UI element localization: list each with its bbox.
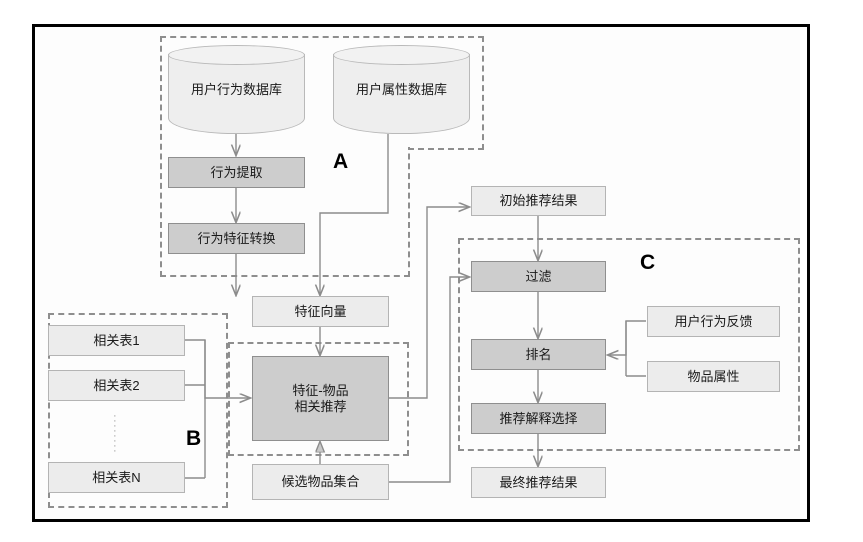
node-initial-recommendation-result[interactable]: 初始推荐结果 [471,186,606,216]
node-candidate-item-set[interactable]: 候选物品集合 [252,464,389,500]
node-user-behavior-feedback[interactable]: 用户行为反馈 [647,306,780,337]
node-feature-item-recommendation[interactable]: 特征-物品 相关推荐 [252,356,389,441]
node-item-attribute[interactable]: 物品属性 [647,361,780,392]
database-user-behavior-label: 用户行为数据库 [190,81,282,97]
node-feature-item-recommendation-line2: 相关推荐 [294,398,347,414]
region-label-b: B [186,427,202,450]
database-user-behavior: 用户行为数据库 [168,45,305,134]
node-feature-vector[interactable]: 特征向量 [252,296,389,327]
cylinder-body [168,54,305,134]
database-user-attribute-label: 用户属性数据库 [355,81,447,97]
region-a-extension-bottom [408,148,484,150]
vertical-ellipsis: ········ [113,410,117,457]
region-label-a: A [333,150,349,173]
cylinder-top [333,45,470,65]
database-user-attribute: 用户属性数据库 [333,45,470,134]
region-a-extension-top [408,36,484,38]
region-a-dashed-boundary [160,36,410,277]
node-behavior-extraction[interactable]: 行为提取 [168,157,305,188]
node-recommendation-explanation-selection[interactable]: 推荐解释选择 [471,403,606,434]
region-a-extension-right [482,36,484,150]
region-b-dashed-boundary [48,313,228,508]
node-related-table-1[interactable]: 相关表1 [48,325,185,356]
node-behavior-feature-transform[interactable]: 行为特征转换 [168,223,305,254]
node-related-table-2[interactable]: 相关表2 [48,370,185,401]
node-ranking[interactable]: 排名 [471,339,606,370]
cylinder-body [333,54,470,134]
node-feature-item-recommendation-line1: 特征-物品 [292,383,349,399]
cylinder-top [168,45,305,65]
node-filter[interactable]: 过滤 [471,261,606,292]
region-label-c: C [640,251,656,274]
node-final-recommendation-result[interactable]: 最终推荐结果 [471,467,606,498]
node-related-table-n[interactable]: 相关表N [48,462,185,493]
